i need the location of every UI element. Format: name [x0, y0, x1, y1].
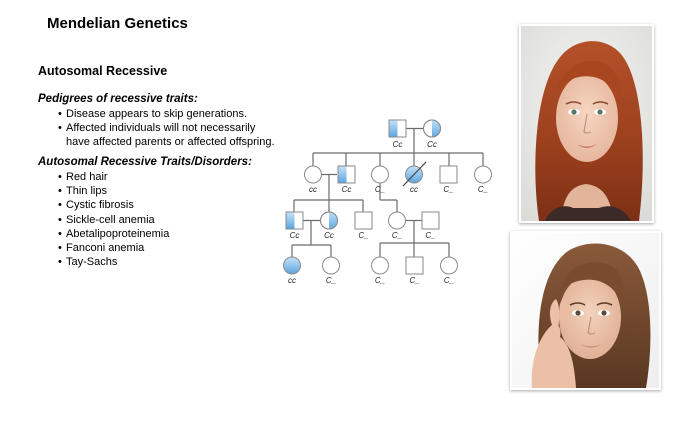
pedigree-bullet: Disease appears to skip generations. — [58, 107, 275, 121]
pedigree-male — [439, 165, 458, 184]
traits-list: Red hair Thin lips Cystic fibrosis Sickl… — [58, 170, 169, 270]
section-title: Autosomal Recessive — [38, 64, 168, 78]
trait-item: Thin lips — [58, 184, 169, 198]
genotype-label: cc — [410, 185, 418, 194]
carrier-half-fill — [432, 120, 441, 137]
genotype-label: C_ — [392, 231, 402, 240]
trait-item: Fanconi anemia — [58, 241, 169, 255]
pedigree-male — [405, 256, 424, 275]
trait-item: Tay-Sachs — [58, 255, 169, 269]
genotype-label: Cc — [324, 231, 334, 240]
genotype-label: C_ — [409, 276, 419, 285]
trait-item: Red hair — [58, 170, 169, 184]
pedigree-heading: Pedigrees of recessive traits: — [38, 93, 198, 105]
genotype-label: Cc — [393, 140, 403, 149]
pedigree-female — [371, 165, 389, 184]
genotype-label: cc — [288, 276, 296, 285]
pedigree-female — [371, 256, 389, 275]
genotype-label: C_ — [358, 231, 368, 240]
genotype-label: C_ — [425, 231, 435, 240]
trait-item: Cystic fibrosis — [58, 198, 169, 212]
photo-red-hair-woman — [519, 24, 654, 223]
trait-item: Abetalipoproteinemia — [58, 227, 169, 241]
pedigree-female-affected — [283, 256, 301, 275]
genotype-label: Cc — [342, 185, 352, 194]
pedigree-female — [440, 256, 458, 275]
deceased-slash — [402, 161, 427, 187]
pedigree-female — [388, 211, 406, 230]
photo-thin-lips-woman — [510, 231, 661, 390]
pedigree-bullets: Disease appears to skip generations. Aff… — [58, 107, 275, 150]
pedigree-lines — [291, 127, 484, 257]
pedigree-female — [474, 165, 492, 184]
pedigree-male — [354, 211, 373, 230]
pedigree-bullet: Affected individuals will not necessaril… — [58, 121, 275, 149]
trait-item: Sickle-cell anemia — [58, 213, 169, 227]
carrier-half-fill — [389, 120, 398, 137]
pedigree-female — [304, 165, 322, 184]
pedigree-chart: Cc Cc cc Cc C_ cc C_ C_ Cc Cc C_ C_ C_ c… — [283, 119, 492, 285]
pedigree-female — [322, 256, 340, 275]
genotype-label: C_ — [375, 276, 385, 285]
genotype-label: C_ — [444, 276, 454, 285]
genotype-label: C_ — [443, 185, 453, 194]
genotype-label: Cc — [290, 231, 300, 240]
genotype-label: Cc — [427, 140, 437, 149]
slide-title: Mendelian Genetics — [47, 15, 188, 32]
genotype-label: cc — [309, 185, 317, 194]
traits-heading: Autosomal Recessive Traits/Disorders: — [38, 156, 252, 168]
genotype-label: C_ — [326, 276, 336, 285]
pedigree-male — [421, 211, 440, 230]
genotype-label: C_ — [375, 185, 385, 194]
genotype-label: C_ — [478, 185, 488, 194]
